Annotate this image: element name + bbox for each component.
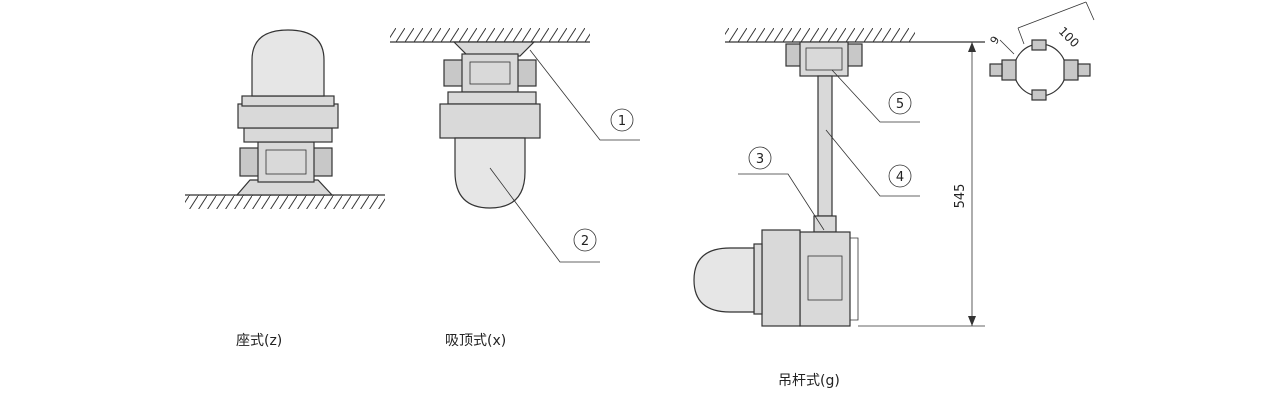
svg-text:5: 5	[896, 97, 904, 112]
caption-pendant-mount: 吊杆式(g)	[778, 373, 840, 389]
height-dimension: 545	[953, 42, 976, 326]
svg-text:2: 2	[581, 234, 589, 249]
plan-view-detail: 100 9	[988, 1, 1095, 101]
leader-3	[738, 173, 825, 231]
callout-3: 3	[748, 146, 772, 170]
pendant-mount-fixture	[693, 28, 985, 327]
leader-5	[831, 69, 920, 123]
caption-seat-mount: 座式(z)	[236, 333, 283, 349]
ceiling-mount-fixture	[390, 28, 640, 263]
svg-text:4: 4	[896, 170, 904, 185]
svg-text:545: 545	[953, 184, 968, 209]
callout-2: 2	[573, 228, 597, 252]
callout-1: 1	[610, 108, 634, 132]
leader-4	[825, 129, 920, 197]
svg-text:9: 9	[988, 34, 1003, 47]
caption-ceiling-mount: 吸顶式(x)	[445, 333, 507, 349]
svg-text:3: 3	[756, 152, 764, 167]
svg-text:1: 1	[618, 114, 626, 129]
svg-text:100: 100	[1056, 24, 1082, 50]
callout-5: 5	[888, 91, 912, 115]
callout-4: 4	[888, 164, 912, 188]
seat-mount-fixture	[185, 29, 385, 209]
